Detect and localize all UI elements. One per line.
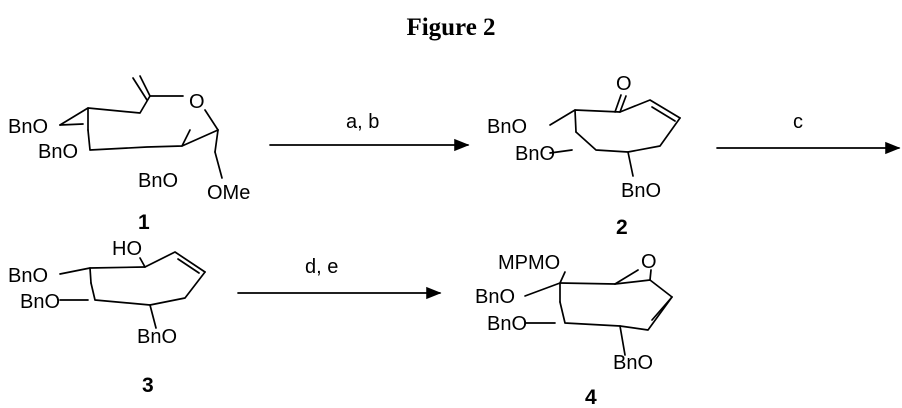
compound-2: O BnO BnO BnO 2: [487, 73, 681, 239]
arrow-ab: a, b: [269, 111, 470, 152]
compound-4-label-bno-top: BnO: [475, 286, 515, 308]
compound-4: MPMO O BnO BnO BnO 4: [475, 251, 673, 408]
compound-1: BnO BnO BnO O OMe 1: [8, 75, 250, 234]
compound-1-number: 1: [138, 211, 150, 234]
compound-2-label-bno-top: BnO: [487, 116, 527, 138]
compound-2-label-bno-middle: BnO: [515, 143, 555, 165]
arrow-c: c: [716, 111, 901, 155]
compound-3-bonds: [59, 251, 206, 329]
compound-2-bonds: [549, 94, 681, 177]
arrow-ab-conditions: a, b: [346, 111, 379, 133]
compound-4-number: 4: [585, 386, 597, 408]
compound-1-bonds: [59, 75, 223, 179]
compound-3: HO BnO BnO BnO 3: [8, 238, 206, 397]
compound-1-label-bno-middle: BnO: [38, 141, 78, 163]
compound-1-label-ome: OMe: [207, 182, 250, 204]
figure-title: Figure 2: [406, 14, 496, 41]
compound-1-ring-oxygen: O: [189, 91, 205, 113]
compound-3-label-bno-middle: BnO: [20, 291, 60, 313]
compound-1-label-bno-bottom: BnO: [138, 170, 178, 192]
compound-4-label-bno-bottom: BnO: [613, 352, 653, 374]
compound-2-ketone-oxygen: O: [616, 73, 632, 95]
compound-4-bonds: [524, 269, 673, 356]
compound-3-label-ho: HO: [112, 238, 142, 260]
compound-3-label-bno-top: BnO: [8, 265, 48, 287]
arrow-c-conditions: c: [793, 111, 803, 133]
arrow-de-conditions: d, e: [305, 256, 338, 278]
compound-4-label-bno-middle: BnO: [487, 313, 527, 335]
compound-1-label-bno-top: BnO: [8, 116, 48, 138]
compound-2-number: 2: [616, 216, 628, 239]
compound-4-epoxide-oxygen: O: [641, 251, 657, 273]
compound-2-label-bno-bottom: BnO: [621, 180, 661, 202]
arrow-de: d, e: [237, 256, 442, 300]
compound-4-label-mpmo: MPMO: [498, 252, 560, 274]
compound-3-label-bno-bottom: BnO: [137, 326, 177, 348]
compound-3-number: 3: [142, 374, 154, 397]
